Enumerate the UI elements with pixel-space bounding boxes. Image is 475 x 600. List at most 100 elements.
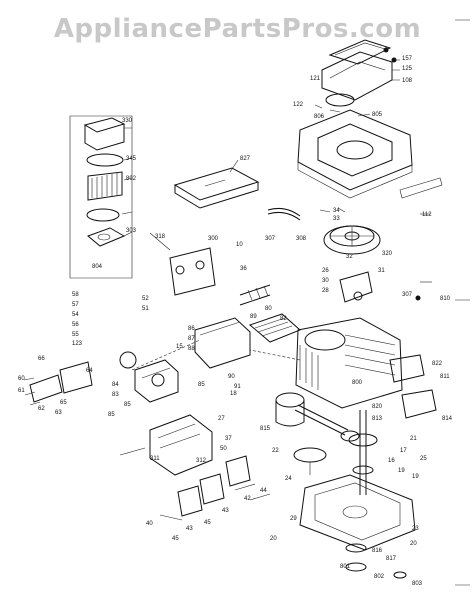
- label-87: 87: [188, 336, 195, 342]
- label-56: 56: [72, 322, 79, 328]
- label-88: 88: [188, 346, 195, 352]
- label-822: 822: [432, 361, 443, 367]
- label-25: 25: [420, 456, 427, 462]
- label-86: 86: [188, 326, 195, 332]
- label-800: 800: [352, 380, 363, 386]
- valves-and-springs: [239, 284, 271, 306]
- label-57: 57: [72, 302, 79, 308]
- breather-gaskets: [159, 455, 251, 521]
- label-806: 806: [314, 114, 325, 120]
- label-51: 51: [142, 306, 149, 312]
- label-31: 31: [378, 268, 385, 274]
- label-814: 814: [442, 416, 453, 422]
- label-64: 64: [86, 368, 93, 374]
- label-330: 330: [122, 118, 133, 124]
- carburetor: [119, 351, 179, 403]
- label-300: 300: [208, 236, 219, 242]
- label-32: 32: [346, 254, 353, 260]
- label-24: 24: [285, 476, 292, 482]
- blower-housing: [297, 109, 443, 199]
- label-60: 60: [18, 376, 25, 382]
- label-308: 308: [296, 236, 307, 242]
- label-815: 815: [260, 426, 271, 432]
- label-157: 157: [402, 56, 413, 62]
- ignition-coil: [339, 271, 373, 303]
- label-33: 33: [333, 216, 340, 222]
- label-318: 318: [155, 234, 166, 240]
- label-803: 803: [412, 581, 423, 587]
- label-19b: 19: [412, 474, 419, 480]
- label-307b: 307: [402, 292, 413, 298]
- flywheel: [323, 225, 381, 255]
- label-121: 121: [310, 76, 321, 82]
- label-10: 10: [236, 242, 243, 248]
- label-892: 892: [126, 176, 137, 182]
- crankshaft: [348, 410, 378, 495]
- label-89: 89: [250, 314, 257, 320]
- label-312: 312: [196, 458, 207, 464]
- air-cleaner-cap-assembly: [321, 39, 397, 107]
- label-45b: 45: [172, 536, 179, 542]
- oil-seals-and-washers: [345, 543, 407, 579]
- engine-block: [295, 317, 403, 409]
- label-805: 805: [372, 112, 383, 118]
- muffler: [149, 414, 213, 476]
- side-shroud: [389, 354, 437, 419]
- label-813: 813: [372, 416, 383, 422]
- piston: [275, 392, 305, 427]
- label-80: 80: [265, 306, 272, 312]
- connecting-rod: [294, 404, 360, 442]
- label-15: 15: [176, 344, 183, 350]
- label-37: 37: [225, 436, 232, 442]
- label-820: 820: [372, 404, 383, 410]
- label-801: 801: [340, 564, 351, 570]
- edge-marks: [455, 19, 470, 586]
- label-827: 827: [240, 156, 251, 162]
- label-50: 50: [220, 446, 227, 452]
- label-802: 802: [374, 574, 385, 580]
- label-18: 18: [230, 391, 237, 397]
- watermark-logo: AppliancePartsPros.com: [53, 14, 422, 44]
- label-83: 83: [112, 392, 119, 398]
- label-30: 30: [322, 278, 329, 284]
- label-54: 54: [72, 312, 79, 318]
- cylinder-head-and-fins: [249, 313, 301, 343]
- label-320: 320: [382, 251, 393, 257]
- air-cleaner-element-stack: [83, 117, 126, 247]
- fuel-tank: [194, 317, 251, 369]
- label-65: 65: [60, 400, 67, 406]
- label-26: 26: [322, 268, 329, 274]
- label-108: 108: [402, 78, 413, 84]
- crankcase-sump: [299, 474, 416, 551]
- label-22: 22: [272, 448, 279, 454]
- label-36: 36: [240, 266, 247, 272]
- label-20: 20: [270, 536, 277, 542]
- label-27: 27: [218, 416, 225, 422]
- label-43b: 43: [186, 526, 193, 532]
- label-40: 40: [146, 521, 153, 527]
- label-61: 61: [18, 388, 25, 394]
- label-82: 82: [280, 316, 287, 322]
- label-66: 66: [38, 356, 45, 362]
- label-91: 91: [234, 384, 241, 390]
- air-cleaner-box-frame: [69, 115, 133, 279]
- label-19: 19: [398, 468, 405, 474]
- label-63: 63: [55, 410, 62, 416]
- label-125: 125: [402, 66, 413, 72]
- label-816: 816: [372, 548, 383, 554]
- label-43: 43: [222, 508, 229, 514]
- label-345: 345: [126, 156, 137, 162]
- label-45: 45: [204, 520, 211, 526]
- camshaft-gear: [293, 447, 327, 475]
- label-42: 42: [244, 496, 251, 502]
- label-44: 44: [260, 488, 267, 494]
- label-811: 811: [440, 374, 450, 380]
- gasket-plate: [59, 361, 93, 394]
- label-817: 817: [386, 556, 397, 562]
- fuel-line-and-clips: [267, 208, 301, 221]
- label-52: 52: [142, 296, 149, 302]
- label-84: 84: [112, 382, 119, 388]
- misc-screws: [23, 281, 432, 501]
- label-303: 303: [126, 228, 137, 234]
